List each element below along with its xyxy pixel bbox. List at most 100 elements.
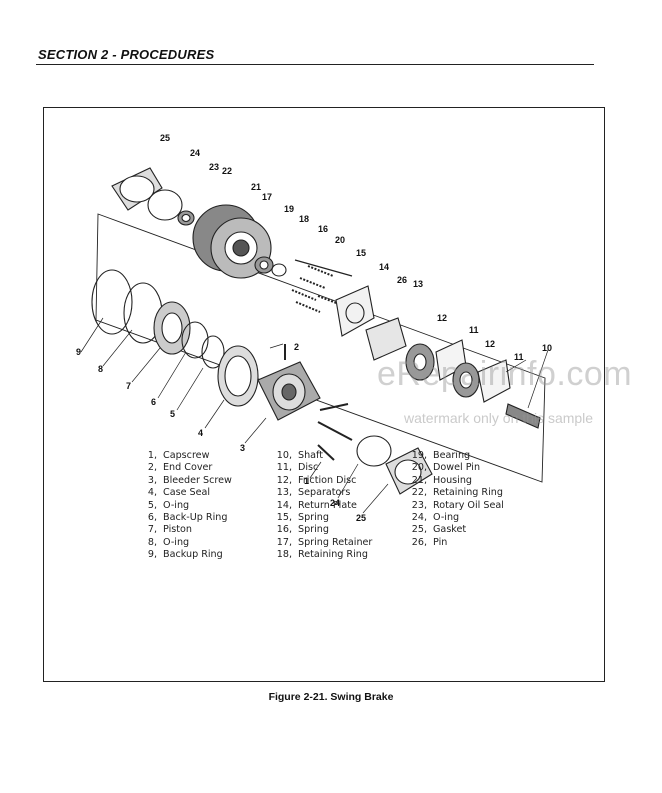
end-cover (257, 361, 321, 421)
legend-item: 13,Separators (276, 487, 372, 499)
legend-label: Back-Up Ring (163, 511, 228, 523)
legend-label: Piston (163, 524, 192, 536)
capscrew-a (319, 403, 349, 411)
callout-number: 19 (284, 204, 294, 214)
legend-label: O-ing (433, 511, 460, 523)
legend-number: 5, (147, 499, 157, 511)
legend-number: 6, (147, 511, 157, 523)
legend-item: 7, Piston (141, 524, 232, 536)
legend-item: 12, Friction Disc (276, 475, 372, 487)
legend-number: 21, (411, 474, 427, 486)
callout-number: 11 (514, 352, 524, 362)
callout-number: 20 (335, 235, 345, 245)
o-ring-5 (201, 335, 225, 369)
legend-label: Return Plate (298, 499, 357, 511)
springs (291, 265, 345, 313)
legend-number: 24, (411, 511, 427, 523)
legend-label: Case Seal (163, 487, 211, 499)
legend-label: Rotary Oil Seal (433, 499, 504, 511)
legend-label: Dowel Pin (433, 462, 481, 474)
legend-label: Pin (433, 536, 448, 548)
legend-item: 10, Shaft (276, 450, 372, 462)
legend-item: 1,Capscrew (141, 450, 232, 462)
legend-number: 25, (411, 524, 427, 536)
callout-number: 12 (437, 313, 447, 323)
legend-number: 22, (411, 487, 427, 499)
legend-item: 15,Spring (276, 512, 372, 524)
legend-number: 13, (276, 487, 292, 499)
legend-label: Friction Disc (298, 474, 357, 486)
legend-item: 11, Disc (276, 462, 372, 474)
legend-number: 9, (147, 549, 157, 561)
callout-number: 6 (151, 397, 156, 407)
legend-number: 20, (411, 462, 427, 474)
legend-item: 14,Return Plate (276, 500, 372, 512)
legend-label: O-ing (163, 536, 190, 548)
gasket-bottom (385, 447, 433, 495)
legend-number: 19, (411, 450, 427, 461)
legend-item: 5, O-ing (141, 500, 232, 512)
callout-number: 10 (542, 343, 552, 353)
legend-label: Spring (298, 524, 329, 536)
legend-label: Bearing (433, 450, 471, 461)
callout-number: 14 (379, 262, 389, 272)
dowel-pin (294, 259, 353, 277)
legend-number: 3, (147, 474, 157, 486)
callout-number: 23 (209, 162, 219, 172)
legend-number: 12, (276, 474, 292, 486)
legend-label: Housing (433, 474, 472, 486)
legend-item: 19, Bearing (411, 450, 504, 462)
legend-item: 9, Backup Ring (141, 549, 232, 561)
figure-caption: Figure 2-21. Swing Brake (268, 691, 394, 703)
callout-number: 11 (469, 325, 479, 335)
legend-item: 23,Rotary Oil Seal (411, 500, 504, 512)
legend-item: 22,Retaining Ring (411, 487, 504, 499)
legend-item: 25, Gasket (411, 524, 504, 536)
callout-number: 18 (299, 214, 309, 224)
callout-number: 17 (262, 192, 272, 202)
section-header: SECTION 2 - PROCEDURES (38, 47, 215, 62)
legend-number: 10, (276, 450, 292, 461)
watermark-subtext: watermark only on this sample (404, 410, 594, 426)
legend-item: 8, O-ing (141, 537, 232, 549)
callout-number: 1 (304, 476, 309, 486)
callout-number: 13 (413, 279, 423, 289)
legend-number: 8, (147, 536, 157, 548)
legend-label: Gasket (433, 524, 467, 536)
separators (365, 317, 407, 361)
legend-number: 1, (147, 450, 157, 461)
legend-number: 4, (147, 487, 157, 499)
o-ring-bottom (356, 435, 392, 467)
legend-label: Shaft (298, 450, 324, 461)
legend-item: 26,Pin (411, 537, 504, 549)
legend-label: Disc (298, 462, 319, 474)
callout-number: 25 (356, 513, 366, 523)
legend-number: 7, (147, 524, 157, 536)
callout-number: 26 (397, 275, 407, 285)
legend-item: 16,Spring (276, 524, 372, 536)
legend-number: 11, (276, 462, 292, 474)
callout-number: 15 (356, 248, 366, 258)
callout-number: 25 (160, 133, 170, 143)
legend-label: Backup Ring (163, 549, 223, 561)
legend-label: O-ing (163, 499, 190, 511)
legend-item: 21, Housing (411, 475, 504, 487)
legend-number: 18, (276, 549, 292, 561)
callout-number: 21 (251, 182, 261, 192)
callout-number: 16 (318, 224, 328, 234)
callout-number: 2 (294, 342, 299, 352)
callout-number: 8 (98, 364, 103, 374)
legend-item: 4, Case Seal (141, 487, 232, 499)
callout-number: 9 (76, 347, 81, 357)
legend-label: Spring (298, 511, 329, 523)
leader-lines (80, 317, 549, 514)
legend-number: 2, (147, 462, 157, 474)
legend-label: End Cover (163, 462, 213, 474)
callout-number: 7 (126, 381, 131, 391)
capscrew-b (317, 421, 353, 441)
legend-number: 17, (276, 536, 292, 548)
capscrew-c (317, 444, 335, 461)
